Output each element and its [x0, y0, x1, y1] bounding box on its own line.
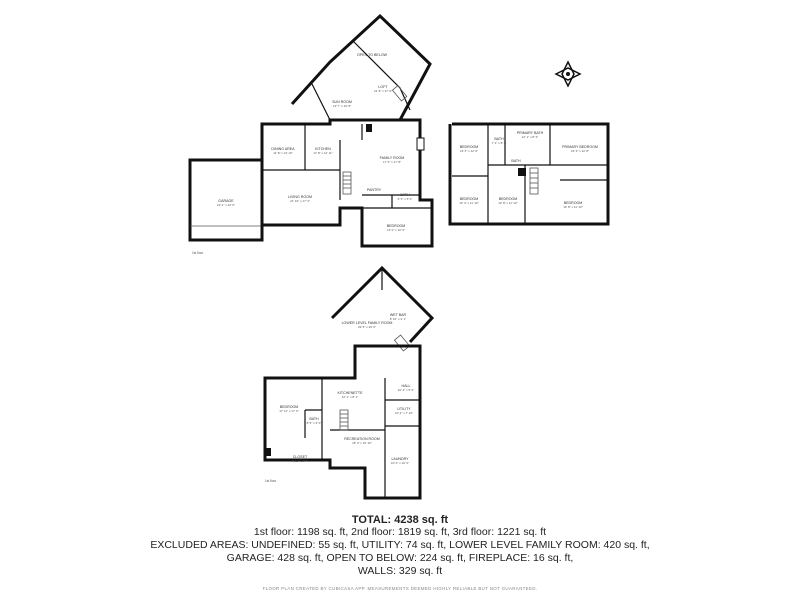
room-dims-recreation-room: 18' 4" x 15' 10" [352, 441, 372, 445]
room-label-kitchenette: KITCHENETTE [338, 391, 364, 395]
room-label-laundry: LAUNDRY [391, 457, 409, 461]
room-dims-bedroom-2c: 13' 8" x 11' 10" [498, 201, 518, 205]
room-dims-hall: 10' 4" x 5' 0" [398, 388, 414, 392]
room-label-sun-room: SUN ROOM [332, 100, 352, 104]
lower-level-walls [263, 344, 422, 500]
room-label-bath-2a: BATH [494, 137, 504, 141]
room-dims-lower-bath: 8' 5" x 5' 0" [307, 421, 322, 425]
room-dims-laundry: 10' 0" x 10' 0" [391, 461, 409, 465]
room-dims-bedroom-1: 13' 0" x 10' 0" [387, 228, 405, 232]
room-label-lower-bath: BATH [309, 417, 319, 421]
room-dims-lower-family-room: 29' 5" x 26' 6" [358, 325, 376, 329]
lower-family-room-walls [330, 265, 435, 344]
lower-level-plan: LOWER LEVEL FAMILY ROOM 29' 5" x 26' 6" … [263, 265, 435, 500]
room-label-open-to-below: OPEN TO BELOW [357, 53, 388, 57]
walls-area-line: WALLS: 329 sq. ft [357, 565, 443, 577]
room-label-primary-bath: PRIMARY BATH [517, 131, 544, 135]
room-dims-bath-2a: 7' 2" x 8' 2" [492, 141, 507, 145]
room-dims-dining-area: 11' 8" x 13' 10" [273, 151, 293, 155]
room-dims-wet-bar: 8' 10" x 4' 1" [390, 317, 406, 321]
room-label-bath-2b: BATH [511, 159, 521, 163]
room-dims-garage: 19' 4" x 22' 0" [217, 203, 235, 207]
room-dims-kitchenette: 12' 1" x 8' 1" [342, 395, 358, 399]
compass-icon [554, 60, 582, 88]
first-floor-plan: OPEN TO BELOW LOFT 21' 8" x 27' 9" SUN R… [188, 13, 434, 255]
room-label-primary-bedroom: PRIMARY BEDROOM [562, 145, 598, 149]
room-label-pantry: PANTRY [367, 188, 382, 192]
area-summary: TOTAL: 4238 sq. ft 1st floor: 1198 sq. f… [0, 510, 800, 591]
floor-plans: OPEN TO BELOW LOFT 21' 8" x 27' 9" SUN R… [188, 13, 610, 500]
room-dims-lower-bedroom: 17' 11" x 17' 0" [279, 409, 299, 413]
room-label-bedroom-2b: BEDROOM [460, 197, 479, 201]
excluded-areas-line-1: EXCLUDED AREAS: UNDEFINED: 55 sq. ft, UT… [150, 539, 650, 551]
room-label-recreation-room: RECREATION ROOM [344, 437, 379, 441]
room-dims-bath-1: 6' 5" x 5' 0" [398, 197, 413, 201]
room-label-garage: GARAGE [218, 199, 234, 203]
room-label-wet-bar: WET BAR [390, 313, 407, 317]
room-dims-loft: 21' 8" x 27' 9" [374, 89, 392, 93]
room-label-family-room: FAMILY ROOM [380, 156, 405, 160]
room-dims-primary-bath: 12' 1" x 8' 3" [522, 135, 538, 139]
room-dims-family-room: 17' 6" x 17' 8" [383, 160, 401, 164]
total-area: TOTAL: 4238 sq. ft [351, 514, 449, 526]
second-floor-plan: BEDROOM 14' 5" x 12' 0" BATH 7' 2" x 8' … [448, 122, 610, 226]
room-label-bedroom-2c: BEDROOM [499, 197, 518, 201]
room-label-living-room: LIVING ROOM [288, 195, 312, 199]
room-dims-sun-room: 19' 7" x 16' 8" [333, 104, 351, 108]
room-label-utility: UTILITY [397, 407, 411, 411]
room-label-bath-1: BATH [400, 193, 410, 197]
second-floor-walls [448, 122, 610, 226]
room-dims-bedroom-2b: 13' 4" x 11' 10" [459, 201, 479, 205]
room-label-lower-bedroom: BEDROOM [280, 405, 299, 409]
room-dims-utility: 10' 2" x 7' 10" [395, 411, 413, 415]
room-dims-closet: 6' 11" x 3' 4" [292, 459, 308, 463]
room-dims-living-room: 21' 10" x 17' 3" [290, 199, 310, 203]
room-label-dining-area: DINING AREA [271, 147, 295, 151]
room-dims-kitchen: 17' 8" x 12' 11" [313, 151, 333, 155]
room-dims-bedroom-2a: 14' 5" x 12' 0" [460, 149, 478, 153]
room-dims-bedroom-2d: 16' 8" x 11' 10" [563, 205, 583, 209]
room-label-bedroom-1: BEDROOM [387, 224, 406, 228]
main-house-walls [260, 118, 434, 248]
room-label-lower-family-room: LOWER LEVEL FAMILY ROOM [342, 321, 393, 325]
room-label-bedroom-2d: BEDROOM [564, 201, 583, 205]
sunroom-walls [290, 13, 432, 121]
room-label-hall: HALL [402, 384, 411, 388]
floor-label-lower: 1st floor [265, 479, 277, 483]
room-label-loft: LOFT [378, 85, 388, 89]
excluded-areas-line-2: GARAGE: 428 sq. ft, OPEN TO BELOW: 224 s… [226, 552, 574, 564]
disclaimer-text: FLOOR PLAN CREATED BY CUBICASA APP. MEAS… [262, 586, 538, 591]
floor-areas-line: 1st floor: 1198 sq. ft, 2nd floor: 1819 … [253, 526, 547, 538]
floor-label-first: 1st floor [192, 251, 204, 255]
room-label-closet: CLOSET [293, 455, 308, 459]
room-label-kitchen: KITCHEN [315, 147, 331, 151]
room-label-bedroom-2a: BEDROOM [460, 145, 479, 149]
room-dims-primary-bedroom: 16' 3" x 12' 8" [571, 149, 589, 153]
